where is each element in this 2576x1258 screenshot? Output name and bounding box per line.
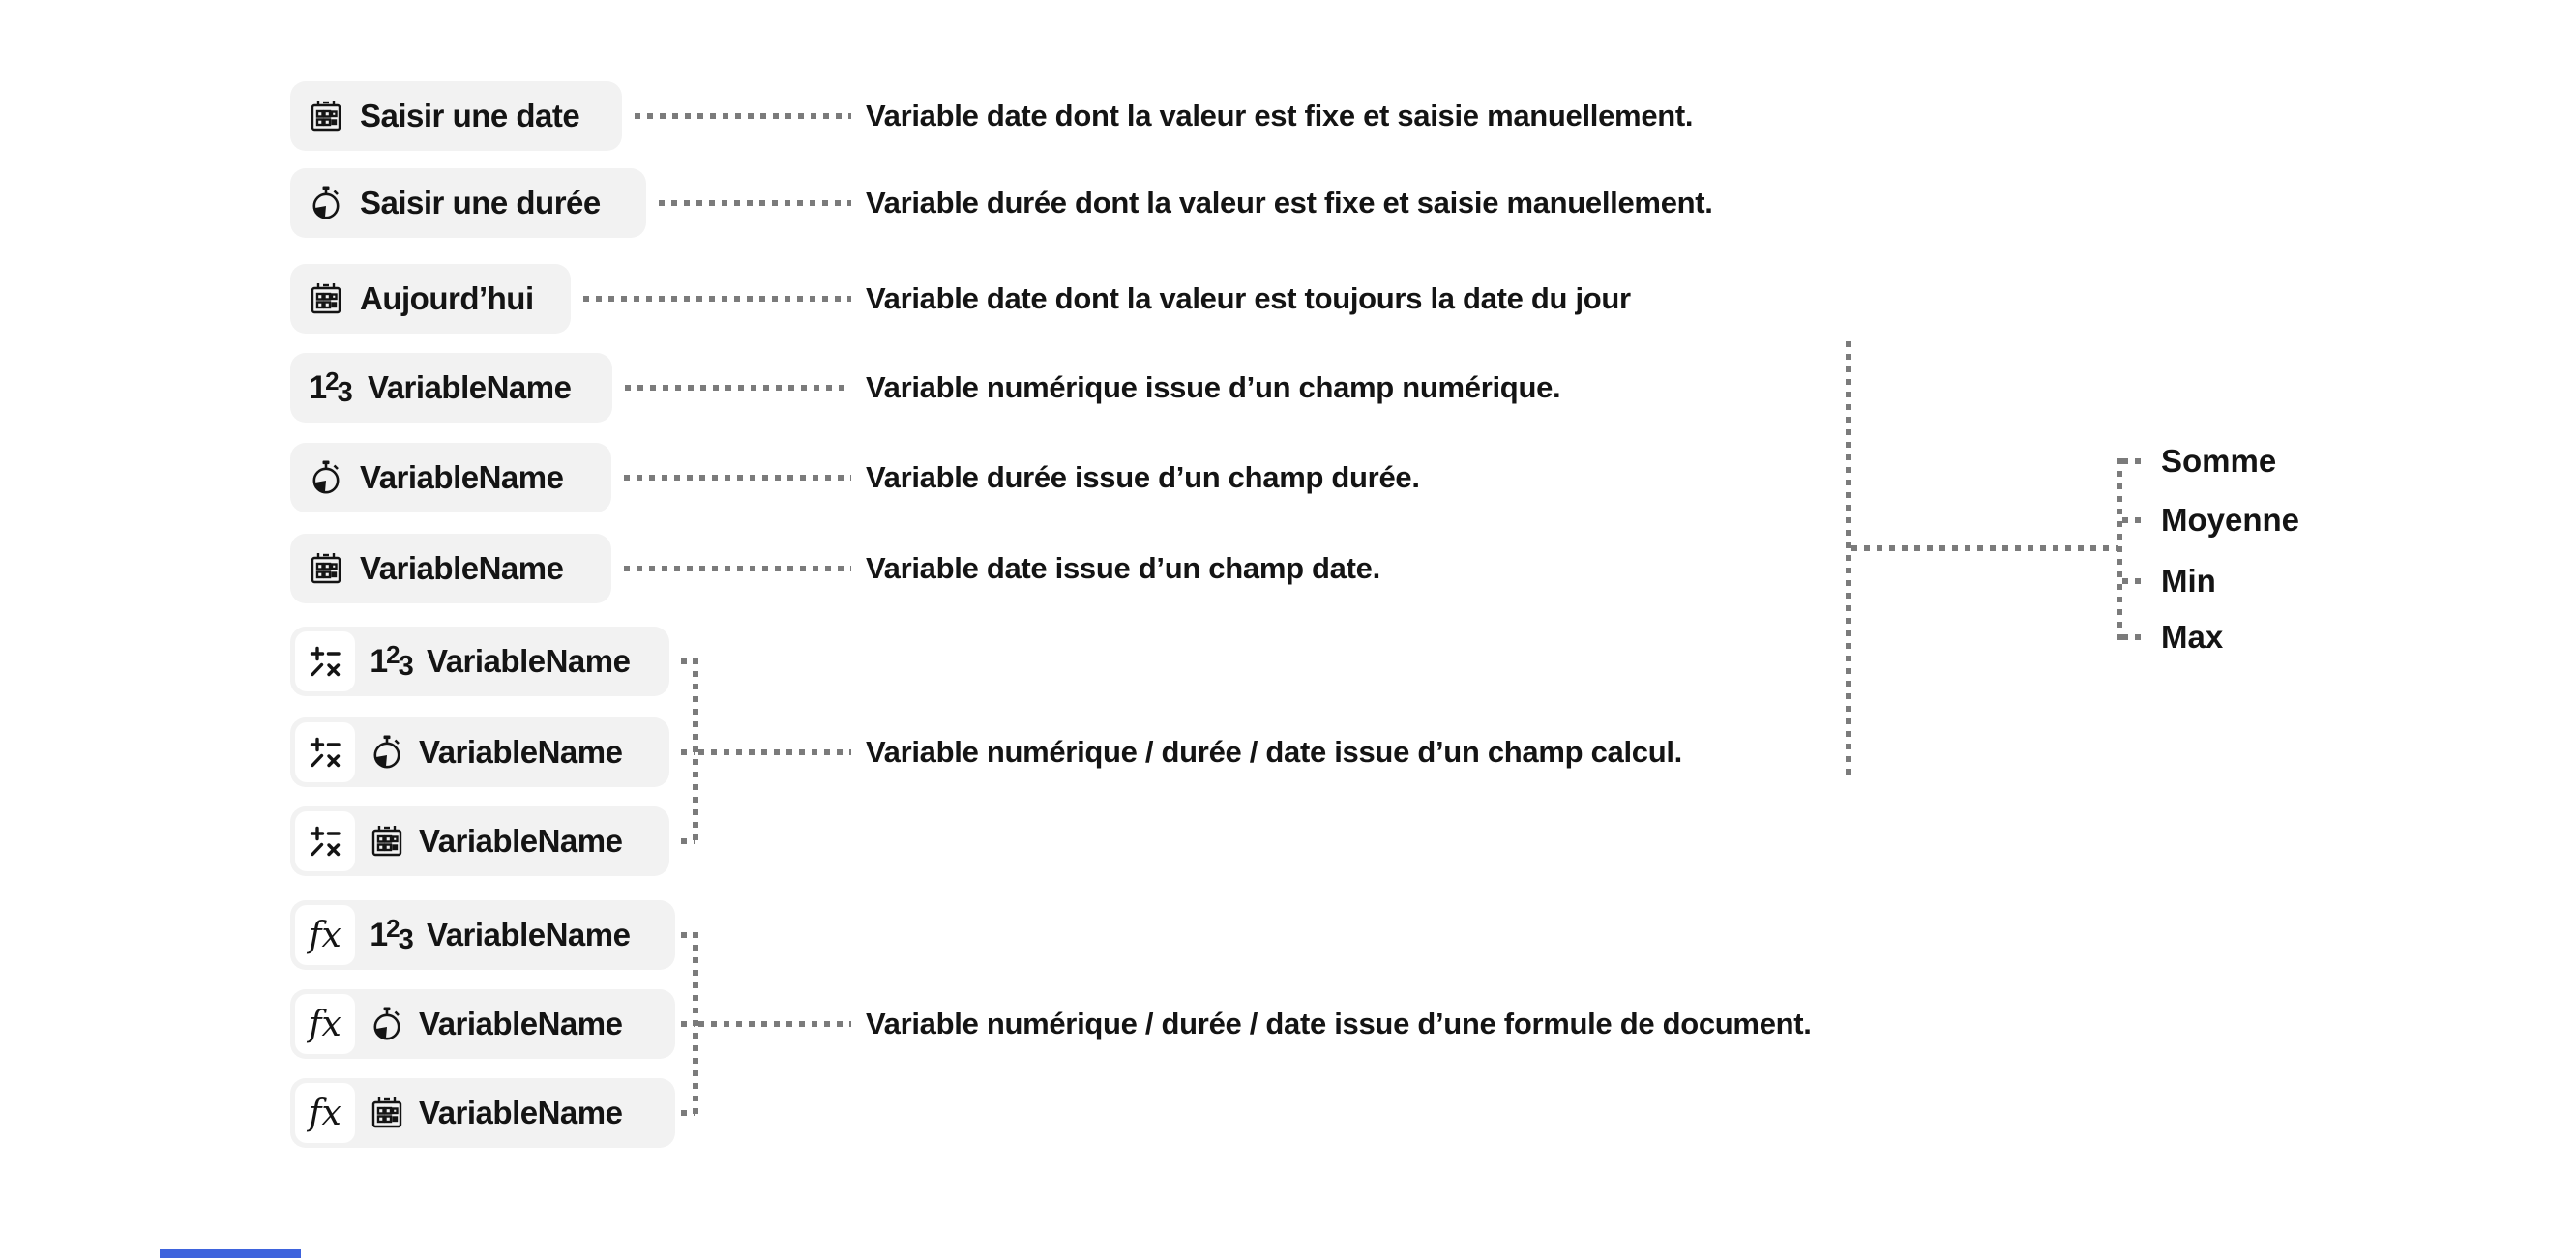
formula-fx-icon: fx: [295, 905, 355, 965]
formula-fx-icon: fx: [295, 994, 355, 1054]
description-champ-numerique: Variable numérique issue d’un champ numé…: [866, 370, 1561, 404]
dotted-leader: [583, 296, 851, 302]
chip-saisir-une-date: Saisir une date: [290, 81, 622, 151]
dotted-leader: [698, 1021, 851, 1027]
calendar-icon: [369, 1095, 405, 1131]
chip-calc-duree: VariableName: [290, 717, 669, 787]
bracket-stub: [681, 1021, 695, 1027]
aggregate-stub: [2122, 517, 2147, 523]
chip-label: VariableName: [427, 643, 631, 679]
calc-operators-icon: [295, 631, 355, 691]
stopwatch-icon: [308, 459, 344, 496]
calc-operators-icon: [295, 811, 355, 871]
aggregate-somme: Somme: [2161, 443, 2277, 479]
chip-calc-date: VariableName: [290, 806, 669, 876]
chip-label: VariableName: [419, 823, 623, 859]
description-champ-duree: Variable durée issue d’un champ durée.: [866, 460, 1420, 494]
chip-formule-duree: fx VariableName: [290, 989, 675, 1059]
aggregate-stub: [2122, 634, 2147, 640]
aggregate-scope-vertical-line: [1846, 341, 1851, 781]
chip-label: Aujourd’hui: [360, 280, 534, 316]
stopwatch-icon: [369, 734, 405, 771]
aggregate-stub: [2122, 578, 2147, 584]
dotted-leader: [625, 385, 851, 391]
dotted-leader: [624, 475, 851, 481]
description-date-fixe: Variable date dont la valeur est fixe et…: [866, 99, 1694, 132]
bracket-stub: [681, 749, 695, 755]
bracket-stub: [681, 838, 695, 844]
chip-aujourdhui: Aujourd’hui: [290, 264, 571, 334]
calendar-icon: [308, 98, 344, 134]
dotted-leader: [698, 749, 851, 755]
aggregate-max: Max: [2161, 619, 2224, 655]
aggregate-branch-line: [1851, 545, 2118, 551]
calendar-icon: [308, 550, 344, 587]
bottom-accent-bar: [160, 1249, 301, 1258]
dotted-leader: [659, 200, 851, 206]
aggregate-moyenne: Moyenne: [2161, 502, 2300, 538]
bracket-vertical-line: [693, 932, 698, 1116]
chip-label: Saisir une durée: [360, 185, 601, 220]
description-champ-calcul: Variable numérique / durée / date issue …: [866, 735, 1682, 769]
dotted-leader: [624, 566, 851, 571]
chip-label: VariableName: [360, 550, 564, 586]
bracket-stub: [681, 932, 695, 938]
aggregate-tree-vertical-line: [2117, 458, 2122, 640]
chip-variable-date: VariableName: [290, 534, 611, 603]
calendar-icon: [308, 280, 344, 317]
bracket-stub: [681, 1110, 695, 1116]
aggregate-stub: [2122, 458, 2147, 464]
chip-label: VariableName: [419, 1095, 623, 1130]
calendar-icon: [369, 823, 405, 860]
chip-label: VariableName: [360, 459, 564, 495]
description-formule-document: Variable numérique / durée / date issue …: [866, 1007, 1812, 1040]
chip-variable-duree: VariableName: [290, 443, 611, 512]
chip-label: VariableName: [368, 369, 572, 405]
stopwatch-icon: [369, 1006, 405, 1042]
description-champ-date: Variable date issue d’un champ date.: [866, 551, 1380, 585]
chip-label: VariableName: [419, 1006, 623, 1041]
bracket-stub: [681, 658, 695, 664]
aggregate-min: Min: [2161, 563, 2216, 599]
chip-saisir-une-duree: Saisir une durée: [290, 168, 646, 238]
chip-label: VariableName: [427, 917, 631, 952]
dotted-leader: [635, 113, 851, 119]
description-aujourdhui: Variable date dont la valeur est toujour…: [866, 281, 1631, 315]
description-duree-fixe: Variable durée dont la valeur est fixe e…: [866, 186, 1713, 219]
chip-label: VariableName: [419, 734, 623, 770]
stopwatch-icon: [308, 185, 344, 221]
chip-formule-date: fx VariableName: [290, 1078, 675, 1148]
calc-operators-icon: [295, 722, 355, 782]
formula-fx-icon: fx: [295, 1083, 355, 1143]
chip-label: Saisir une date: [360, 98, 580, 133]
bracket-vertical-line: [693, 658, 698, 844]
